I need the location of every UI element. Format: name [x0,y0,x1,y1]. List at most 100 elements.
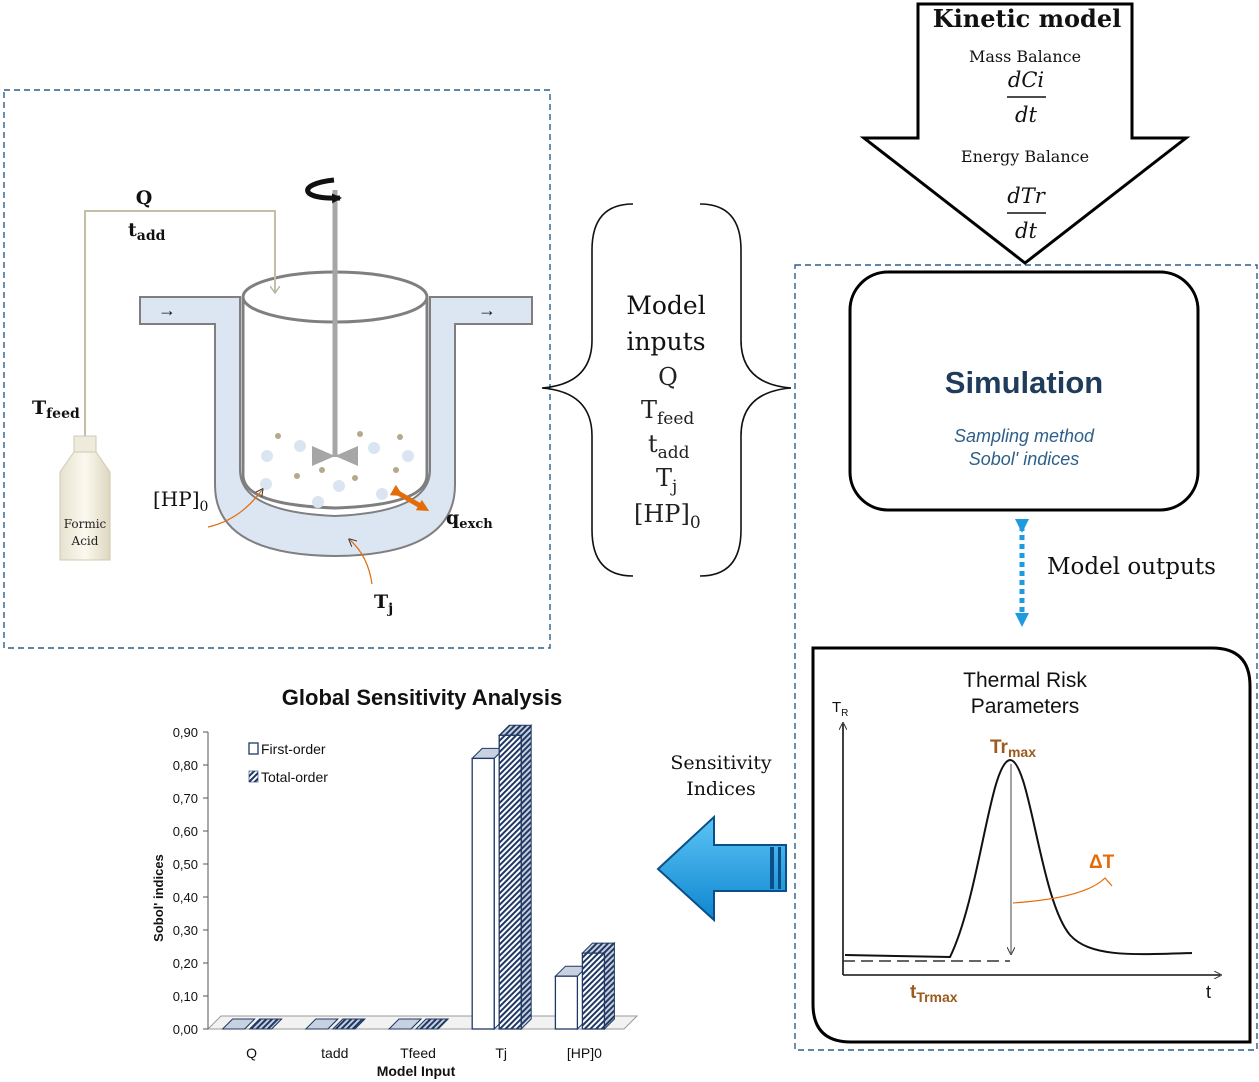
bottle-label-line1: Formic [64,517,107,531]
feed-temperature-label: Tfeed [32,397,80,422]
chart-y-ticks: 0,00 0,10 0,20 0,30 0,40 0,50 0,60 0,70 0,80 0,90 [173,725,208,1037]
chart-y-tick-label: 0,30 [173,923,198,938]
bar-front [581,952,606,1030]
bar-top [304,1018,340,1030]
chart-x-axis-label: Model Input [377,1063,456,1079]
sensitivity-arrow [656,814,787,923]
input-q: Q [658,363,678,391]
chart-y-tick-label: 0,40 [173,890,198,905]
chart-y-tick-label: 0,70 [173,791,198,806]
mass-balance-numerator: dCi [1008,68,1044,92]
bar-total-order-3 [497,724,533,1031]
bar-side [603,941,615,1031]
input-tfeed: Tfeed [641,396,694,429]
energy-balance-denominator: dt [1015,219,1037,243]
reactor-frame [3,89,551,649]
bar-total-order-0 [248,1018,283,1030]
bar-top [221,1018,256,1030]
feed-rate-label: Q [136,187,153,209]
chart-x-tick-label: Q [246,1045,257,1061]
initial-hp-label: [HP]0 [153,487,208,515]
kinetic-model-arrow: Kinetic model Mass Balance dCi dt Energy… [859,2,1191,265]
legend-swatch-first-order [248,742,259,755]
temperature-profile-curve [844,758,1193,959]
thermal-risk-title-line2: Parameters [971,695,1080,718]
sensitivity-label-line1: Sensitivity [670,752,771,774]
chart-x-tick-label: Tfeed [400,1045,436,1061]
legend-label-first-order: First-order [261,741,326,757]
bar-front [554,975,579,1030]
chart-y-tick-label: 0,00 [173,1022,198,1037]
chart-y-tick-label: 0,60 [173,824,198,839]
legend-swatch-total-order [248,770,259,783]
simulation-box [848,270,1200,512]
kinetic-model-title: Kinetic model [933,4,1121,33]
chart-x-tick-label: Tj [495,1045,507,1061]
stirrer-impeller [312,446,358,466]
trmax-label: Trmax [990,737,1036,760]
chart-y-axis-label: Sobol' indices [151,854,166,942]
chart-y-tick-label: 0,90 [173,725,198,740]
gsa-chart: Global Sensitivity Analysis Sobol' indic… [151,685,639,1079]
jacket-temperature-label: Tj [374,591,393,617]
bar-total-order-2 [414,1018,450,1030]
input-hp: [HP]0 [634,500,701,533]
chart-x-tick-label: tadd [321,1045,348,1061]
chart-y-tick-label: 0,20 [173,956,198,971]
thermal-risk-box [811,646,1252,1044]
chart-y-tick-label: 0,50 [173,857,198,872]
reaction-particles [260,431,414,508]
jacket-outflow-arrow-icon: → [478,300,496,320]
simulation-line2: Sobol' indices [969,449,1080,469]
energy-balance-label: Energy Balance [961,147,1089,166]
thermal-y-axis-label: TR [832,699,848,719]
bottle-label-line2: Acid [71,534,99,548]
model-inputs-title-line2: inputs [626,327,705,356]
delta-t-label: ΔT [1089,852,1115,873]
thermal-risk-title-line1: Thermal Risk [963,669,1087,692]
bar-total-order-1 [331,1018,367,1030]
model-outputs-label: Model outputs [1047,554,1216,580]
heat-exchange-arrow [389,484,430,511]
simulation-title: Simulation [945,365,1103,400]
thermal-x-axis-label: t [1206,982,1211,1002]
mass-balance-denominator: dt [1015,103,1037,127]
formic-acid-bottle [59,435,111,561]
jacket-inflow-arrow-icon: → [158,300,176,320]
delta-t-pointer [1012,877,1113,904]
energy-balance-numerator: dTr [1007,184,1046,208]
feed-line [84,210,275,436]
legend-label-total-order: Total-order [261,769,328,785]
input-tadd: tadd [648,430,690,463]
simulation-frame [794,264,1258,1051]
rotation-arrow-icon [305,177,342,204]
chart-y-tick-label: 0,80 [173,758,198,773]
bar-front [498,734,522,1030]
bar-top [331,1018,367,1030]
simulation-line1: Sampling method [954,426,1095,446]
ttrmax-label: tTrmax [910,982,958,1005]
bar-top [248,1018,283,1030]
bar-first-order-2 [387,1018,423,1030]
input-tj: Tj [656,464,677,497]
mass-balance-label: Mass Balance [969,47,1081,66]
cooling-jacket [139,296,533,558]
model-inputs-brace [541,203,792,577]
bar-total-order-4 [581,941,616,1031]
bar-front [471,757,495,1030]
chart-x-tick-label: [HP]0 [567,1045,602,1061]
bar-side [520,724,532,1031]
chart-y-tick-label: 0,10 [173,989,198,1004]
sensitivity-label-line2: Indices [686,778,756,800]
addition-time-label: tadd [128,219,166,244]
bar-top [387,1018,423,1030]
initial-hp-pointer [207,490,262,528]
bar-top [414,1018,450,1030]
model-inputs-title-line1: Model [626,291,705,320]
chart-bars [221,724,616,1031]
bar-first-order-1 [304,1018,340,1030]
chart-title: Global Sensitivity Analysis [282,685,562,710]
bar-first-order-0 [221,1018,256,1030]
